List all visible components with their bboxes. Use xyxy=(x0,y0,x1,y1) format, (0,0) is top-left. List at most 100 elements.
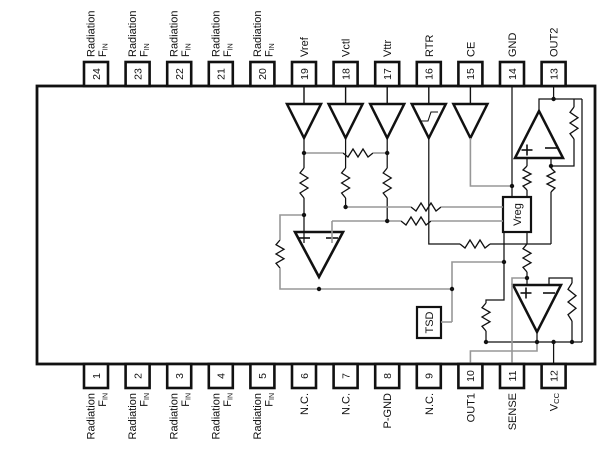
wires-black xyxy=(303,86,583,364)
pin-box xyxy=(332,60,359,88)
resistor xyxy=(274,239,286,269)
buffer-amp-ce xyxy=(451,102,490,141)
pin-number: 19 xyxy=(299,68,311,80)
wire xyxy=(469,342,538,364)
junction-dot xyxy=(534,339,540,345)
resistor xyxy=(410,201,442,213)
pin-box xyxy=(207,60,235,88)
pin-number: 4 xyxy=(216,373,228,379)
pin-label: SENSE xyxy=(507,393,519,430)
pin-label: Vttr xyxy=(382,40,394,57)
pin-label: N.C. xyxy=(341,393,353,415)
pin-label: Vref xyxy=(299,36,311,57)
wire xyxy=(538,98,582,111)
pin-top-24: 24 RadiationFIN xyxy=(82,11,110,88)
resistor xyxy=(568,106,580,140)
pin-box xyxy=(540,362,567,390)
error-amp xyxy=(292,230,346,280)
pin-number: 16 xyxy=(424,68,436,80)
pin-box xyxy=(124,60,151,88)
junction-dot xyxy=(524,275,530,281)
junction-dot xyxy=(316,286,322,292)
pin-label: RadiationFIN xyxy=(127,393,151,439)
pin-label: RadiationFIN xyxy=(127,11,151,57)
junction-dot xyxy=(551,96,556,102)
pin-number: 10 xyxy=(465,370,477,382)
pin-box xyxy=(290,60,318,88)
pin-number: 20 xyxy=(257,68,269,80)
pin-label: RadiationFIN xyxy=(86,11,110,57)
output-amp-bottom xyxy=(510,283,564,335)
pin-label: P-GND xyxy=(382,393,394,429)
pin-box xyxy=(249,60,276,88)
pin-number: 12 xyxy=(548,370,560,382)
pin-bottom-6: 6N.C. xyxy=(290,362,318,415)
pin-box xyxy=(540,60,567,88)
pin-number: 3 xyxy=(174,373,186,379)
junction-dot xyxy=(569,339,575,345)
resistor xyxy=(566,282,578,322)
pin-label: OUT1 xyxy=(465,393,477,422)
wire xyxy=(511,277,527,364)
wire xyxy=(451,261,504,322)
junction-dot xyxy=(501,259,507,265)
resistor xyxy=(459,238,491,250)
pin-box xyxy=(82,60,110,88)
pin-number: 14 xyxy=(507,68,519,80)
pin-label: VCC xyxy=(549,392,562,411)
pin-bottom-7: 7N.C. xyxy=(332,362,359,415)
pin-number: 22 xyxy=(174,68,186,80)
buffer-amp-vttr xyxy=(368,102,407,141)
resistor xyxy=(545,167,557,193)
resistor xyxy=(340,167,351,199)
pin-label: N.C. xyxy=(299,393,311,415)
resistor xyxy=(298,167,310,199)
pin-label: RadiationFIN xyxy=(210,11,234,57)
pin-label: RadiationFIN xyxy=(210,393,234,439)
pin-number: 1 xyxy=(91,373,103,379)
resistor-network xyxy=(274,106,580,332)
pin-top-16: 16 RTR xyxy=(415,35,443,88)
wire xyxy=(279,268,319,290)
junction-dot xyxy=(548,163,554,169)
wire xyxy=(279,214,304,240)
pin-number: 24 xyxy=(91,68,103,80)
junction-dot xyxy=(509,183,515,189)
pin-top-19: 19 Vref xyxy=(290,36,318,88)
junction-dot xyxy=(385,218,390,224)
resistor xyxy=(342,147,374,159)
junction-dot xyxy=(301,212,307,218)
hysteresis-icon xyxy=(421,111,438,122)
pin-number: 11 xyxy=(507,370,519,381)
pin-number: 6 xyxy=(299,373,311,379)
junction-dots xyxy=(301,96,575,345)
pin-label: RTR xyxy=(424,35,436,57)
pin-box xyxy=(457,60,484,88)
pin-box xyxy=(373,362,401,390)
pin-number: 2 xyxy=(132,373,144,379)
wire xyxy=(551,139,575,167)
pin-box xyxy=(82,362,110,390)
pins: 24RadiationFIN23RadiationFIN22RadiationF… xyxy=(82,11,567,439)
buffer-amp-vref xyxy=(284,102,324,141)
pin-label: CE xyxy=(465,42,477,57)
junction-dot xyxy=(449,286,455,292)
pin-box xyxy=(498,362,526,390)
resistor xyxy=(400,215,432,227)
junction-dot xyxy=(483,339,489,345)
pin-number: 5 xyxy=(257,373,269,379)
pin-number: 7 xyxy=(340,373,352,379)
pin-box xyxy=(290,362,318,390)
pin-box xyxy=(332,362,359,390)
